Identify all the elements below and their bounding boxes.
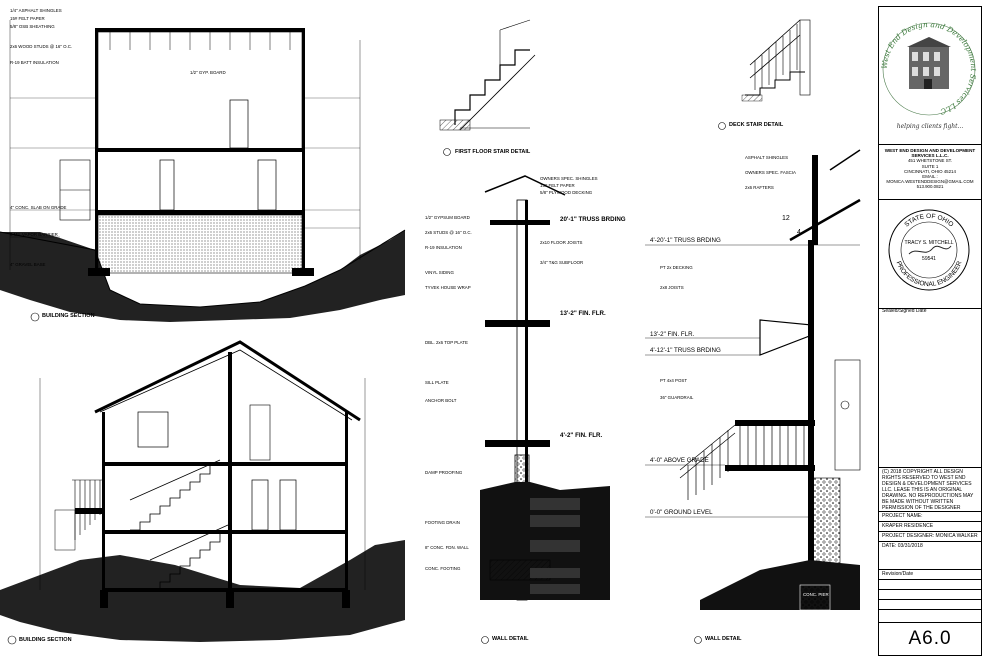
- note: FOOTING DRAIN: [425, 520, 460, 525]
- note: SILL PLATE: [425, 380, 449, 385]
- note: DAMP PROOFING: [425, 470, 463, 475]
- company-line: 513.900.0821: [916, 184, 944, 190]
- note: 4" GRAVEL BASE: [10, 262, 46, 267]
- revision-row: [879, 589, 981, 599]
- level-above-grade: 4'-0" ABOVE GRADE: [650, 457, 709, 464]
- note: 15# FELT PAPER: [10, 16, 45, 21]
- revision-label: Revision/Date: [879, 569, 981, 579]
- building-section-2: [0, 340, 405, 645]
- note: 2x6 RAFTERS: [745, 185, 774, 190]
- note: 1/2" GYP. BOARD: [190, 70, 226, 75]
- note: 1/4" ASPHALT SHINGLES: [10, 8, 62, 13]
- note: 2x6 WOOD STUDS @ 16" O.C.: [10, 44, 73, 49]
- note: 1/2" GYPSUM BOARD: [425, 215, 470, 220]
- note: 5/8" PLYWOOD DECKING: [540, 190, 593, 195]
- copyright-note: (C) 2018 COPYRIGHT ALL DESIGN RIGHTS RES…: [879, 467, 981, 511]
- revision-row: [879, 599, 981, 609]
- company-info: WEST END DESIGN AND DEVELOPMENT SERVICES…: [879, 144, 981, 192]
- wall-detail-2: [645, 149, 861, 644]
- project-name-value: KRAPER RESIDENCE: [879, 521, 981, 531]
- project-date: DATE: 03/31/2018: [879, 541, 981, 551]
- level-truss-3: 4'-12'-1" TRUSS BRDING: [650, 347, 721, 354]
- note: 2x10 FLOOR JOISTS: [540, 240, 583, 245]
- project-name-label: PROJECT NAME:: [879, 511, 981, 521]
- note: PT 4x4 POST: [660, 378, 688, 383]
- note: VINYL SIDING: [425, 270, 454, 275]
- note: OWNERS SPEC. FASCIA: [745, 170, 796, 175]
- note: CONC. FOOTING: [425, 566, 461, 571]
- deck-stair-detail: [718, 19, 811, 130]
- note: OWNERS SPEC. SHINGLES: [540, 176, 598, 181]
- company-logo: West End Design and Development Services…: [879, 7, 981, 143]
- note: PT 2x DECKING: [660, 265, 693, 270]
- slope-rise: 12: [782, 215, 790, 222]
- wall-detail-1: [480, 175, 610, 644]
- revision-row: [879, 609, 981, 625]
- logo-graphic: West End Design and Development Services…: [880, 20, 978, 116]
- level-first-floor: 4'-2" FIN. FLR.: [560, 432, 603, 439]
- title-stair-detail: FIRST FLOOR STAIR DETAIL: [455, 149, 531, 155]
- note: TYVEK HOUSE WRAP: [425, 285, 471, 290]
- title-building-section-2: BUILDING SECTION: [19, 637, 72, 643]
- note: 36" GUARDRAIL: [660, 395, 694, 400]
- company-line: CINCINNATI, OHIO 45214: [904, 168, 956, 174]
- note: 4" CONC. SLAB ON GRADE: [10, 205, 67, 210]
- seal-caption: Sealed/Signed Date: [882, 308, 927, 314]
- seal-top-text: STATE OF OHIO: [903, 213, 954, 229]
- tagline: helping clients fight...: [896, 123, 964, 130]
- architectural-drawings: [0, 19, 861, 645]
- level-truss-2: 4'-20'-1" TRUSS BRDING: [650, 237, 721, 244]
- engineer-seal: STATE OF OHIO PROFESSIONAL ENGINEER TRAC…: [879, 199, 981, 309]
- note: 5/8" OSB SHEATHING: [10, 24, 55, 29]
- note: 8" CONC. FDN. WALL: [425, 545, 469, 550]
- revision-row: [879, 579, 981, 589]
- company-line: EMAIL : MONICA.WESTENDDESIGN@GMAIL.COM: [886, 174, 974, 185]
- slope-run: 4: [797, 229, 801, 236]
- title-building-section-1: BUILDING SECTION: [42, 313, 95, 319]
- level-ground: 0'-0" GROUND LEVEL: [650, 509, 713, 516]
- note: DBL. 2x6 TOP PLATE: [425, 340, 468, 345]
- title-wall-detail-1: WALL DETAIL: [492, 636, 529, 642]
- company-line: 451 WHETSTONE ST.: [907, 158, 953, 164]
- note: 2x6 STUDS @ 16" O.C.: [425, 230, 472, 235]
- seal-number: 59541: [922, 256, 936, 262]
- note: ASPHALT SHINGLES: [745, 155, 789, 160]
- title-deck-stair-detail: DECK STAIR DETAIL: [729, 122, 784, 128]
- note: R-19 INSULATION: [425, 245, 462, 250]
- sheet-number: A6.0: [879, 622, 981, 655]
- note: 15# FELT PAPER: [540, 183, 575, 188]
- level-fin-floor-right: 13'-2" FIN. FLR.: [650, 331, 695, 338]
- svg-text:STATE OF OHIO: STATE OF OHIO: [903, 213, 954, 229]
- building-section-1: [0, 20, 406, 322]
- note: 2x8 JOISTS: [660, 285, 684, 290]
- company-name: WEST END DESIGN AND DEVELOPMENT SERVICES…: [884, 148, 976, 159]
- note: 6 MIL VAPOR BARRIER: [10, 232, 58, 237]
- title-wall-detail-2: WALL DETAIL: [705, 636, 742, 642]
- seal-graphic: STATE OF OHIO PROFESSIONAL ENGINEER TRAC…: [888, 209, 970, 291]
- level-truss-1: 20'-1" TRUSS BRDING: [560, 216, 626, 223]
- note: ANCHOR BOLT: [425, 398, 457, 403]
- company-line: SUITE 1: [921, 163, 939, 169]
- level-second-floor: 13'-2" FIN. FLR.: [560, 310, 606, 317]
- note: R-19 BATT INSULATION: [10, 60, 59, 65]
- title-block: West End Design and Development Services…: [878, 6, 982, 656]
- stair-detail: [439, 19, 536, 156]
- note: 3/4" T&G SUBFLOOR: [540, 260, 584, 265]
- project-designer: PROJECT DESIGNER: MONICA WALKER: [879, 531, 981, 541]
- seal-name: TRACY S. MITCHELL: [904, 240, 953, 246]
- note: CONC. PIER: [803, 592, 829, 597]
